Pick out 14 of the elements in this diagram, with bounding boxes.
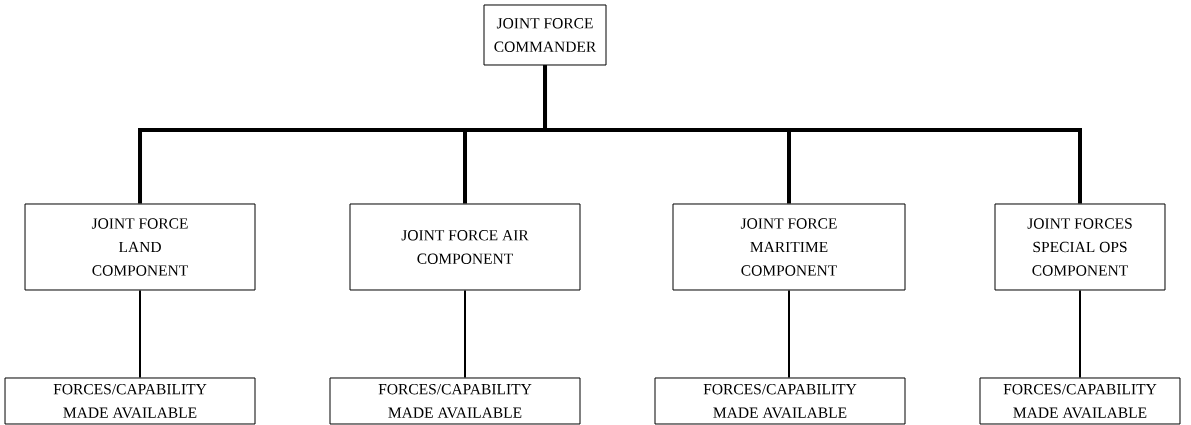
forces-box: FORCES/CAPABILITY MADE AVAILABLE	[4, 377, 256, 425]
connector-line	[464, 289, 466, 379]
component-box: JOINT FORCE AIR COMPONENT	[349, 203, 581, 291]
connector-line	[788, 289, 790, 379]
commander-box: JOINT FORCE COMMANDER	[483, 4, 607, 66]
component-box: JOINT FORCE LAND COMPONENT	[24, 203, 256, 291]
forces-box: FORCES/CAPABILITY MADE AVAILABLE	[329, 377, 581, 425]
component-box: JOINT FORCE MARITIME COMPONENT	[672, 203, 906, 291]
forces-box: FORCES/CAPABILITY MADE AVAILABLE	[654, 377, 906, 425]
connector-line	[1079, 289, 1081, 379]
connector-line	[139, 289, 141, 379]
component-box: JOINT FORCES SPECIAL OPS COMPONENT	[994, 203, 1166, 291]
forces-box: FORCES/CAPABILITY MADE AVAILABLE	[979, 377, 1181, 425]
connector-line	[543, 65, 1082, 204]
